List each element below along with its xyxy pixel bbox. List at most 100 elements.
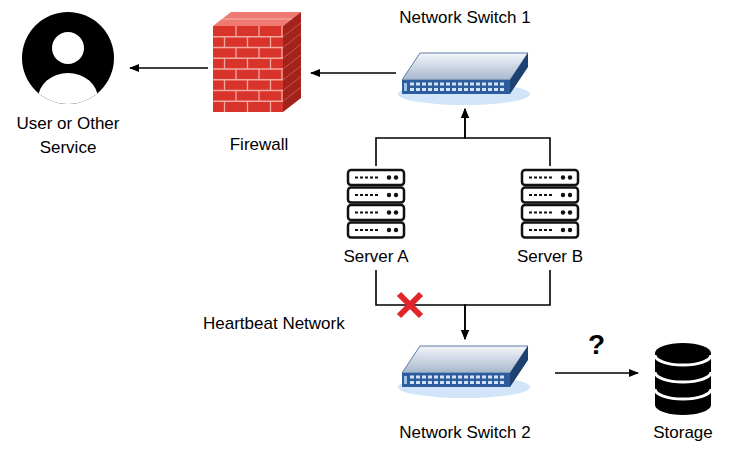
switch-top: [402, 346, 528, 373]
storage-ring: [655, 389, 711, 399]
server-light: [394, 210, 398, 214]
switch-port: [422, 381, 426, 384]
brick-joint: [281, 69, 282, 80]
switch-port: [458, 381, 462, 384]
connector-arrow: [465, 270, 550, 339]
brick-joint: [222, 19, 292, 20]
switch-port: [410, 376, 414, 379]
server-unit: [348, 170, 404, 185]
switch-port: [488, 83, 492, 86]
brick-joint: [235, 26, 236, 37]
brick-joint: [270, 58, 271, 69]
switch-port: [458, 83, 462, 86]
brick-joint: [283, 34, 301, 48]
switch-port: [494, 376, 498, 379]
red-cross-stroke: [399, 294, 421, 316]
connector-arrow: [555, 372, 638, 374]
brick-joint: [235, 69, 236, 80]
switch-port: [500, 376, 504, 379]
node-label: Network Switch 2: [365, 421, 565, 445]
switch-front: [402, 373, 510, 387]
switch-port: [494, 83, 498, 86]
server-unit: [348, 223, 404, 238]
switch-port: [410, 381, 414, 384]
connector-arrow: [311, 72, 396, 74]
user-icon: [22, 12, 114, 104]
switch-port: [464, 88, 468, 91]
node-label-group: Network Switch 1: [365, 6, 565, 30]
switch-port: [500, 381, 504, 384]
switch-port: [464, 376, 468, 379]
switch-port: [470, 381, 474, 384]
server-unit: [348, 205, 404, 220]
node-label-group: Firewall: [199, 133, 319, 157]
server-light: [561, 193, 565, 197]
switch-port: [434, 88, 438, 91]
switch-port: [494, 381, 498, 384]
server-node: Server B: [519, 168, 581, 240]
brick-joint: [258, 69, 259, 80]
server-vent: [355, 194, 379, 196]
switch-side: [510, 53, 528, 94]
switch-port: [410, 83, 414, 86]
edge-label: ?: [567, 330, 627, 360]
server-light: [568, 193, 572, 197]
server-unit: [522, 205, 578, 220]
server-light: [387, 228, 391, 232]
switch-port: [416, 83, 420, 86]
switch-port: [428, 381, 432, 384]
connector-arrow: [465, 109, 550, 166]
switch-port: [500, 83, 504, 86]
server-node: Server A: [345, 168, 407, 240]
node-label: Firewall: [199, 133, 319, 157]
server-light: [387, 210, 391, 214]
switch-port: [446, 381, 450, 384]
switch-port: [452, 376, 456, 379]
switch-port: [440, 381, 444, 384]
connector-arrow: [130, 67, 208, 69]
switch-port: [458, 88, 462, 91]
db-icon: [655, 343, 711, 415]
switch-port: [482, 381, 486, 384]
switch-port: [470, 376, 474, 379]
switch-port: [494, 88, 498, 91]
switch-port: [482, 88, 486, 91]
server-light: [561, 210, 565, 214]
storage-top: [655, 343, 711, 363]
switch-port: [434, 381, 438, 384]
switch-port: [440, 83, 444, 86]
switch-port: [452, 381, 456, 384]
server-light: [387, 193, 391, 197]
brick-joint: [224, 80, 225, 91]
switch-port: [416, 381, 420, 384]
connector-group: [130, 68, 638, 373]
switch-port: [488, 88, 492, 91]
node-label-group: Server B: [495, 245, 605, 269]
red-cross-stroke: [399, 294, 421, 316]
server-unit: [522, 170, 578, 185]
server-unit: [522, 223, 578, 238]
switch-port: [422, 83, 426, 86]
switch-port: [500, 88, 504, 91]
switch-port: [428, 376, 432, 379]
wall-front: [213, 26, 283, 112]
switch-port: [416, 88, 420, 91]
server-light: [394, 175, 398, 179]
switch-port: [476, 88, 480, 91]
server-vent: [529, 212, 553, 214]
switch-icon: [400, 343, 530, 398]
brick-joint: [270, 37, 271, 48]
brick-joint: [283, 55, 301, 69]
server-light: [387, 175, 391, 179]
node-label: Network Switch 1: [365, 6, 565, 30]
switch-port: [482, 83, 486, 86]
server-light: [394, 228, 398, 232]
switch-side: [510, 346, 528, 387]
switch-port: [458, 376, 462, 379]
storage-ring: [655, 372, 711, 382]
switch-port: [452, 83, 456, 86]
server-vent: [529, 229, 553, 231]
switch-port: [422, 88, 426, 91]
